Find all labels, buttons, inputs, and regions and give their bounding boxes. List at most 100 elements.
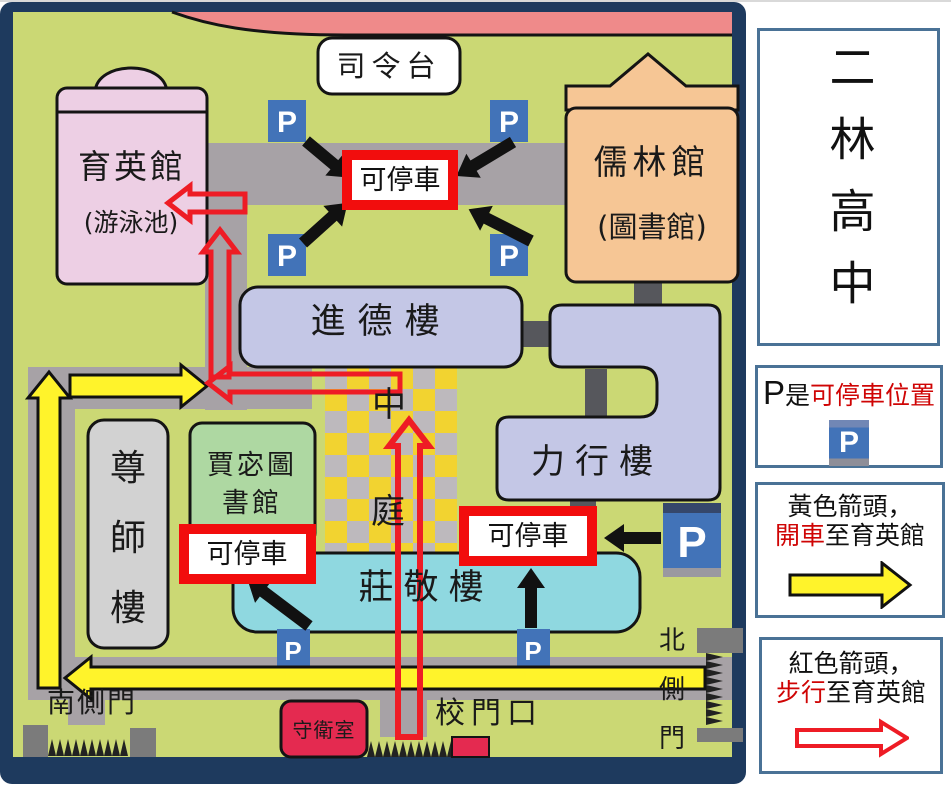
screenshot-top-hairline: [0, 0, 951, 2]
corridor-lixing-notch: [585, 369, 607, 417]
p-letter: P: [277, 106, 297, 139]
p-letter: P: [499, 106, 519, 139]
red-arrow-mid-up: [197, 225, 243, 380]
drive-route-arrows: [24, 361, 707, 703]
parking-callout-left: [179, 524, 316, 584]
parking-callout-top-label: 可停車: [360, 165, 441, 195]
south-gate-post-right: [130, 728, 156, 757]
black-arrow-6: [247, 579, 313, 631]
parking-callout-right: [459, 506, 597, 566]
p-letter: P: [284, 636, 301, 666]
walk-route-arrows: [163, 180, 436, 740]
drive-legend-line1: 黃色箭頭，: [787, 494, 913, 521]
walk-legend-highlight: 步行: [775, 680, 826, 707]
courtyard-plaza: [325, 367, 457, 555]
library-label-line2: 書館: [222, 488, 282, 519]
walk-legend-line2: 步行至育英館: [762, 679, 940, 708]
parking-legend-panel: P是可停車位置 P: [755, 365, 943, 468]
school-name: 二林高中: [823, 43, 875, 331]
rulin-label: 儒林館: [594, 143, 711, 183]
yellow-arrow-left-up: [24, 369, 74, 690]
black-arrow-1: [302, 136, 350, 178]
p-letter: P: [524, 636, 541, 666]
south-gate-label: 南側門: [47, 686, 137, 719]
building-yuying: [55, 86, 209, 286]
parking-legend-p: P: [762, 374, 785, 411]
main-gate-fence: [367, 741, 455, 757]
black-arrow-2: [456, 136, 517, 178]
parking-icon-6: P: [277, 629, 310, 669]
jinde-label: 進德樓: [310, 302, 451, 342]
drive-legend-panel: 黃色箭頭， 開車至育英館: [755, 482, 945, 618]
walk-legend-line1: 紅色箭頭，: [788, 651, 914, 678]
south-gate-fence: [48, 739, 128, 756]
parking-icon-5-large: P: [663, 503, 721, 577]
north-gate-fence: [706, 653, 723, 725]
parking-pointer-arrows: [247, 136, 661, 631]
north-gate-label: 北側門: [659, 626, 685, 754]
guard-room-box: [279, 699, 369, 759]
north-gate-post-bottom: [697, 728, 743, 742]
map-labels: 司令台 育英館 (游泳池) 儒林館 (圖書館) 進德樓 力行樓 尊師樓 賈宓圖 …: [47, 49, 711, 754]
walk-legend-rest: 至育英館: [826, 680, 927, 707]
track-band-edge: [171, 10, 732, 37]
parking-callout-top: [342, 150, 458, 210]
parking-callouts: 可停車 可停車 可停車: [179, 150, 597, 584]
black-arrow-5: [604, 524, 661, 552]
buildings: [55, 36, 740, 759]
drive-legend-rest: 至育英館: [825, 523, 926, 550]
building-zhuangjing: [231, 551, 642, 634]
yellow-arrow-legend-icon: [788, 561, 912, 609]
courtyard-char-1: 中: [372, 385, 406, 425]
black-arrow-3: [298, 202, 348, 248]
parking-callout-left-label: 可停車: [207, 539, 288, 569]
stage-label: 司令台: [336, 49, 441, 83]
parking-icon-2: P: [490, 100, 528, 142]
corridor-jinde-lixing: [522, 321, 550, 347]
north-gate-post-top: [697, 628, 743, 653]
p-letter: P: [677, 518, 706, 567]
south-gate-post-left: [23, 725, 48, 757]
gates: [23, 628, 743, 758]
guard-room-label: 守衛室: [293, 718, 356, 742]
library-label-line1: 賈宓圖: [207, 450, 297, 481]
main-gate-label: 校門口: [435, 696, 543, 731]
zunshi-label: 尊師樓: [110, 448, 146, 629]
yuying-sublabel: (游泳池): [84, 208, 179, 237]
drive-legend-line2: 開車至育英館: [758, 522, 942, 551]
red-arrow-courtyard-up: [382, 415, 436, 740]
walk-legend-panel: 紅色箭頭， 步行至育英館: [759, 637, 943, 774]
building-jinde: [238, 285, 524, 369]
p-letter: P: [499, 240, 519, 273]
building-zunshi: [86, 418, 170, 650]
black-arrow-7: [517, 568, 545, 628]
yellow-arrow-bottom: [62, 653, 707, 703]
building-rulin: [564, 106, 740, 284]
parking-callout-right-label: 可停車: [488, 521, 569, 551]
courtyard-char-2: 庭: [371, 492, 405, 532]
black-arrow-4: [468, 205, 534, 247]
parking-icon-3: P: [268, 234, 306, 276]
drive-legend-highlight: 開車: [774, 523, 825, 550]
school-name-panel: 二林高中: [757, 28, 940, 346]
rulin-sublabel: (圖書館): [597, 210, 707, 244]
lixing-label: 力行樓: [531, 442, 663, 482]
parking-legend-highlight: 可停車位置: [810, 383, 936, 410]
yellow-arrow-right: [68, 361, 210, 411]
red-arrow-into-yuying: [163, 180, 248, 226]
yuying-label: 育英館: [78, 147, 186, 186]
p-letter: P: [277, 240, 297, 273]
parking-legend-text: P是可停車位置: [758, 374, 940, 412]
track-band: [172, 12, 732, 35]
main-gate-booth: [451, 736, 490, 758]
parking-legend-icon: P: [829, 420, 869, 466]
parking-legend-is: 是: [784, 383, 810, 410]
campus-map: P P P P P P P: [0, 2, 746, 784]
building-rulin-roof: [564, 52, 740, 112]
parking-icon-7: P: [517, 629, 550, 669]
stage-label-box: [316, 36, 462, 96]
parking-icons: P P P P P P P: [268, 100, 721, 669]
parking-icon-1: P: [268, 100, 306, 142]
red-arrow-legend-icon: [794, 718, 909, 758]
zhuangjing-label: 莊敬樓: [358, 568, 493, 608]
